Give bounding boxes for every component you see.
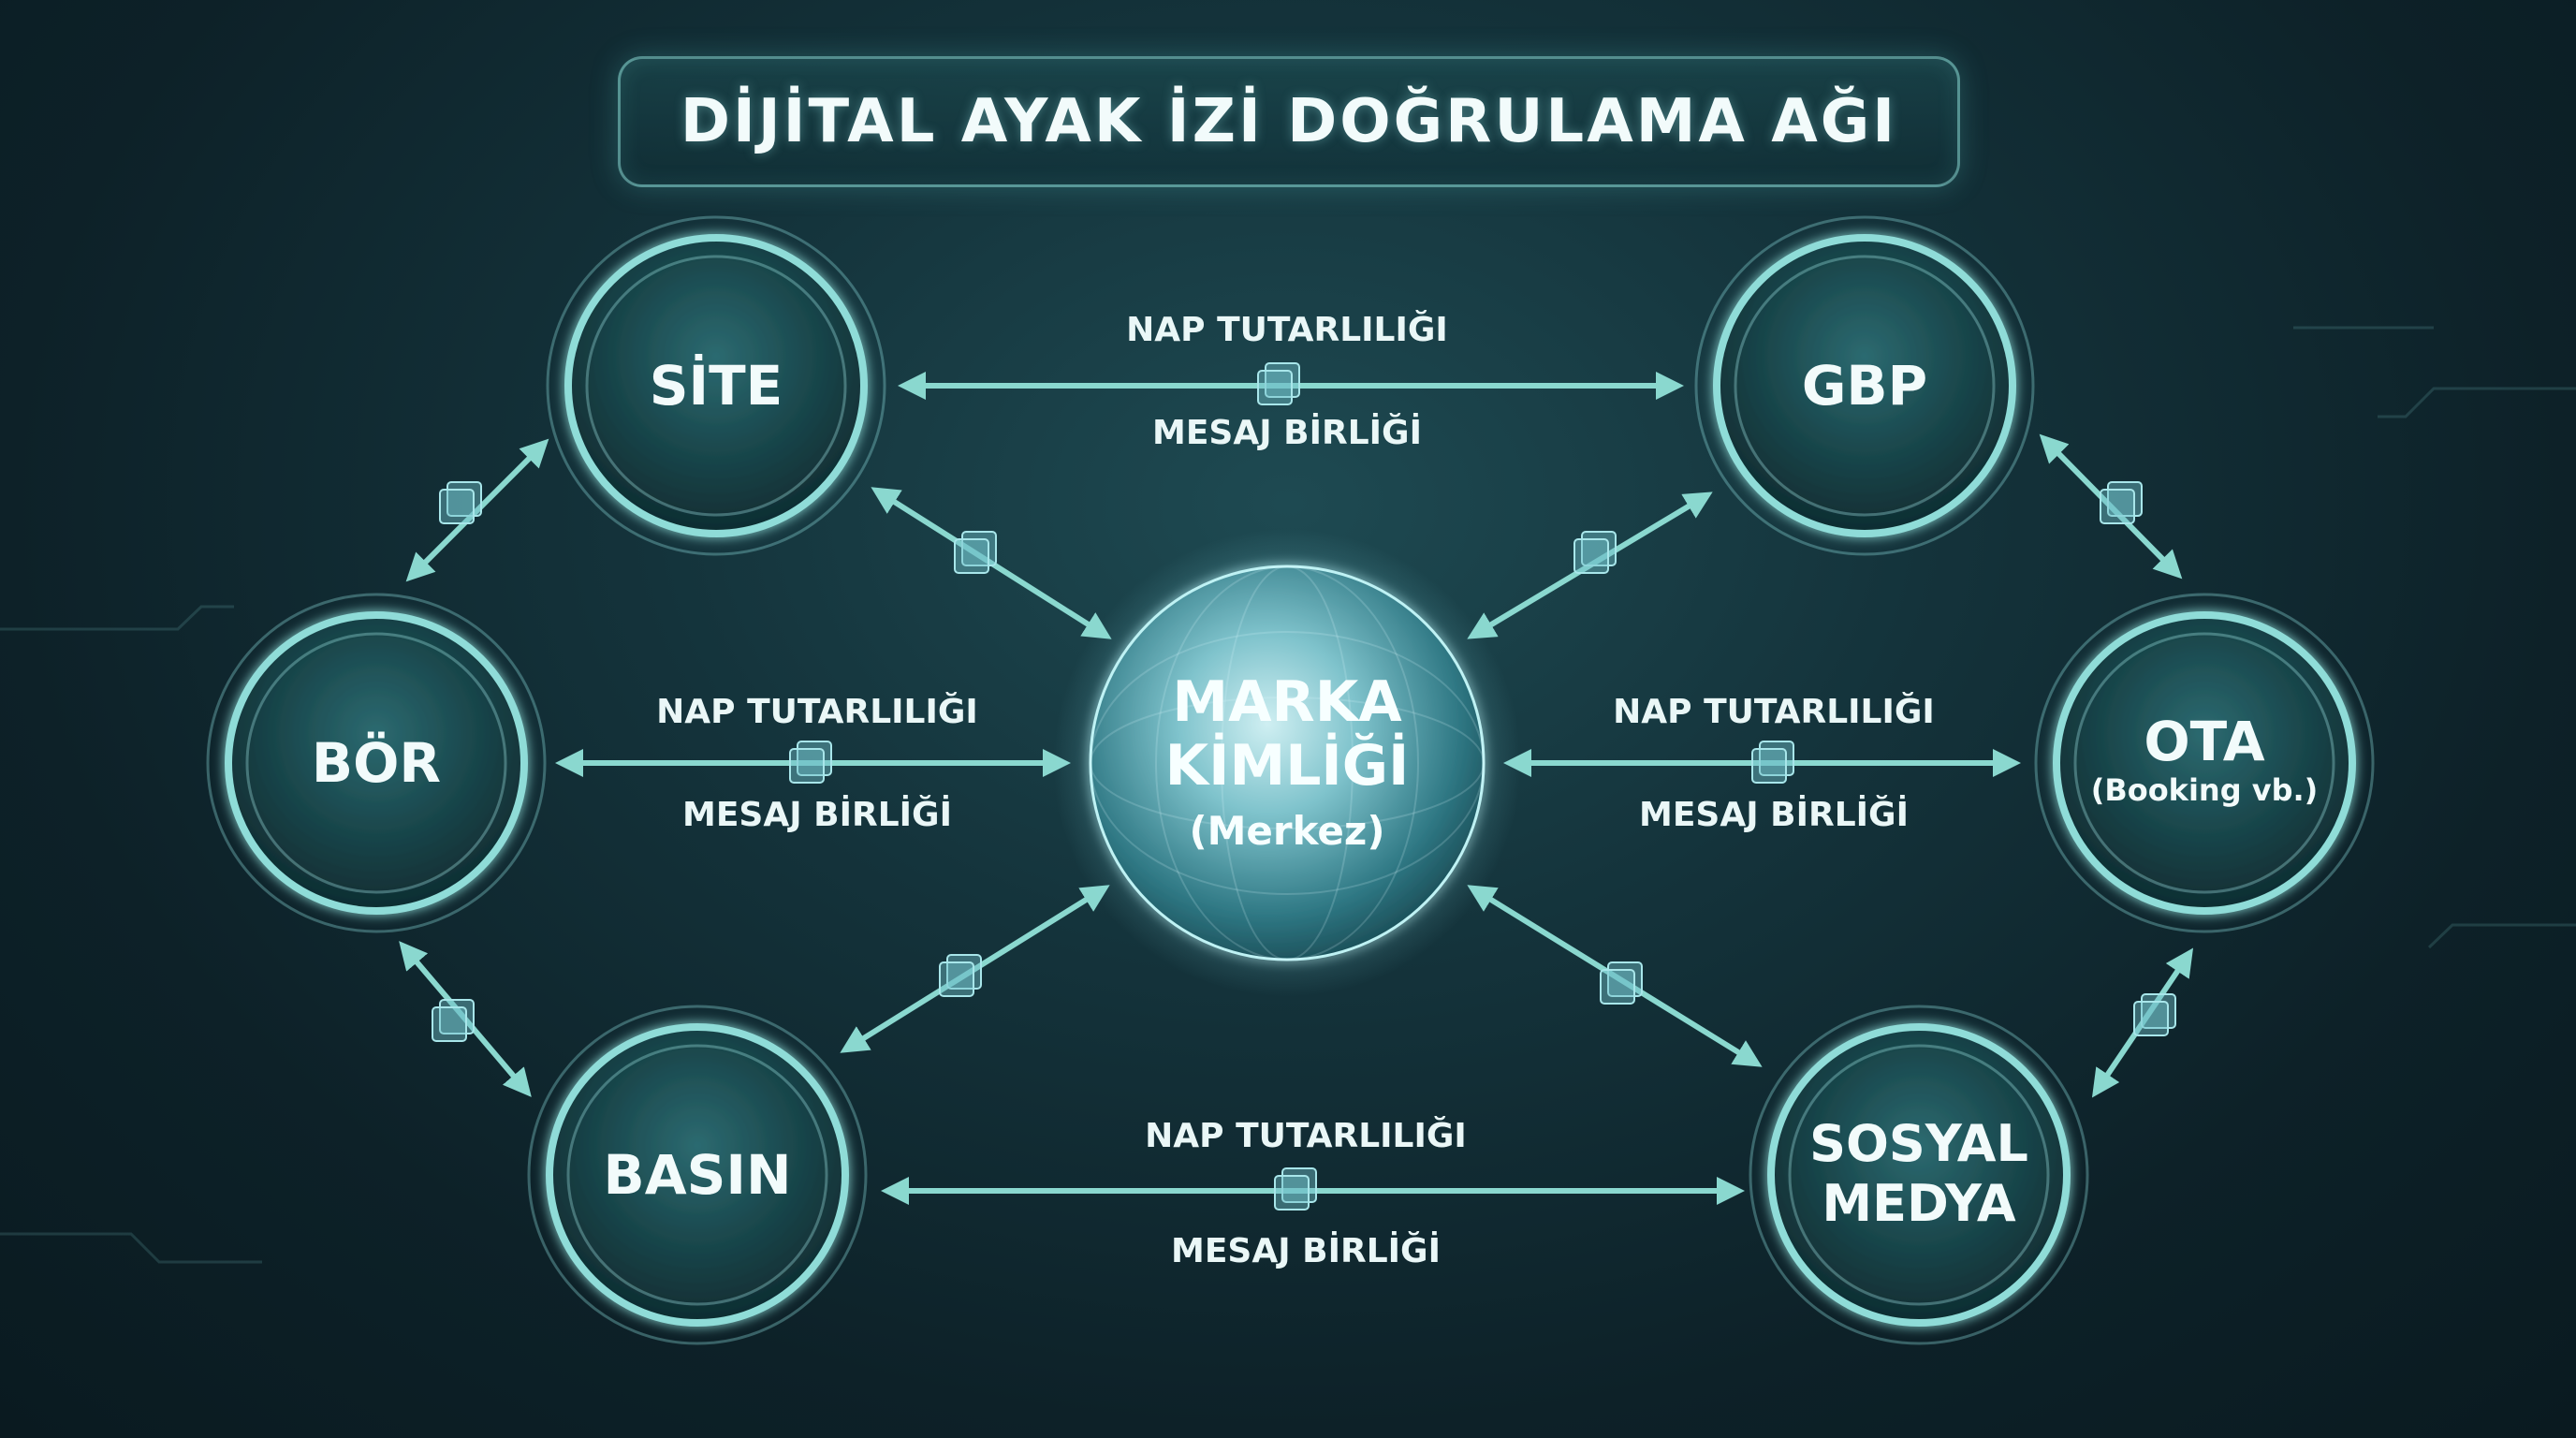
node-basin-circle bbox=[527, 1005, 868, 1345]
arrow-sosyal-center bbox=[1467, 885, 1763, 1067]
arrow-site-center bbox=[871, 487, 1112, 639]
center-labels: MARKA KİMLİĞİ (Merkez) bbox=[1165, 669, 1410, 854]
link-bottom-above: NAP TUTARLILIĞI bbox=[1145, 1116, 1467, 1155]
packet-icon bbox=[954, 531, 997, 574]
title-box: DİJİTAL AYAK İZİ DOĞRULAMA AĞI bbox=[618, 56, 1960, 187]
center-sphere bbox=[1053, 529, 1521, 997]
packet-icon bbox=[1274, 1167, 1317, 1211]
link-right-below: MESAJ BİRLİĞİ bbox=[1639, 795, 1909, 834]
packet-icon bbox=[2133, 993, 2176, 1036]
node-labels: SİTE GBP BÖR OTA (Booking vb.) BASIN SOS… bbox=[312, 353, 2318, 1233]
arrow-gbp-ota bbox=[2039, 433, 2183, 580]
node-gbp-label: GBP bbox=[1802, 354, 1927, 418]
node-ota-label: OTA bbox=[2144, 710, 2264, 773]
packet-icon bbox=[2100, 481, 2143, 524]
link-left-above: NAP TUTARLILIĞI bbox=[656, 692, 978, 731]
link-top-below: MESAJ BİRLİĞİ bbox=[1152, 413, 1422, 452]
packet-icon bbox=[1751, 741, 1794, 784]
node-bor-circle bbox=[206, 593, 547, 933]
arrow-site-bor bbox=[405, 438, 549, 582]
link-top-above: NAP TUTARLILIĞI bbox=[1126, 310, 1448, 349]
center-label-line2: KİMLİĞİ bbox=[1165, 731, 1410, 799]
packet-icon bbox=[1600, 961, 1643, 1005]
center-label-line3: (Merkez) bbox=[1189, 808, 1384, 854]
packet-icon bbox=[1573, 531, 1617, 574]
node-sosyal-label-line2: MEDYA bbox=[1822, 1174, 2015, 1233]
data-packet-icons bbox=[432, 362, 2176, 1211]
arrow-basin-center bbox=[840, 885, 1110, 1053]
node-ota-circle bbox=[2034, 593, 2375, 933]
packet-icon bbox=[1257, 362, 1300, 405]
diagram-title: DİJİTAL AYAK İZİ DOĞRULAMA AĞI bbox=[680, 87, 1898, 156]
node-sosyal-circle bbox=[1749, 1005, 2089, 1345]
node-bor-label: BÖR bbox=[312, 730, 441, 795]
link-right-above: NAP TUTARLILIĞI bbox=[1613, 692, 1935, 731]
packet-icon bbox=[439, 481, 482, 524]
circuit-decoration bbox=[0, 326, 2576, 1264]
node-site-circle bbox=[546, 215, 886, 556]
node-basin-label: BASIN bbox=[604, 1143, 792, 1207]
node-sosyal-label-line1: SOSYAL bbox=[1809, 1114, 2028, 1173]
link-bottom-below: MESAJ BİRLİĞİ bbox=[1171, 1231, 1441, 1270]
center-label-line1: MARKA bbox=[1172, 669, 1402, 735]
node-ota-sublabel: (Booking vb.) bbox=[2091, 772, 2319, 808]
link-labels: NAP TUTARLILIĞI MESAJ BİRLİĞİ NAP TUTARL… bbox=[656, 310, 1935, 1270]
packet-icon bbox=[939, 954, 982, 997]
packet-icon bbox=[432, 999, 475, 1042]
link-left-below: MESAJ BİRLİĞİ bbox=[682, 795, 952, 834]
outer-nodes bbox=[206, 215, 2375, 1345]
node-site-label: SİTE bbox=[650, 353, 783, 418]
node-gbp-circle bbox=[1694, 215, 2035, 556]
packet-icon bbox=[789, 741, 832, 784]
